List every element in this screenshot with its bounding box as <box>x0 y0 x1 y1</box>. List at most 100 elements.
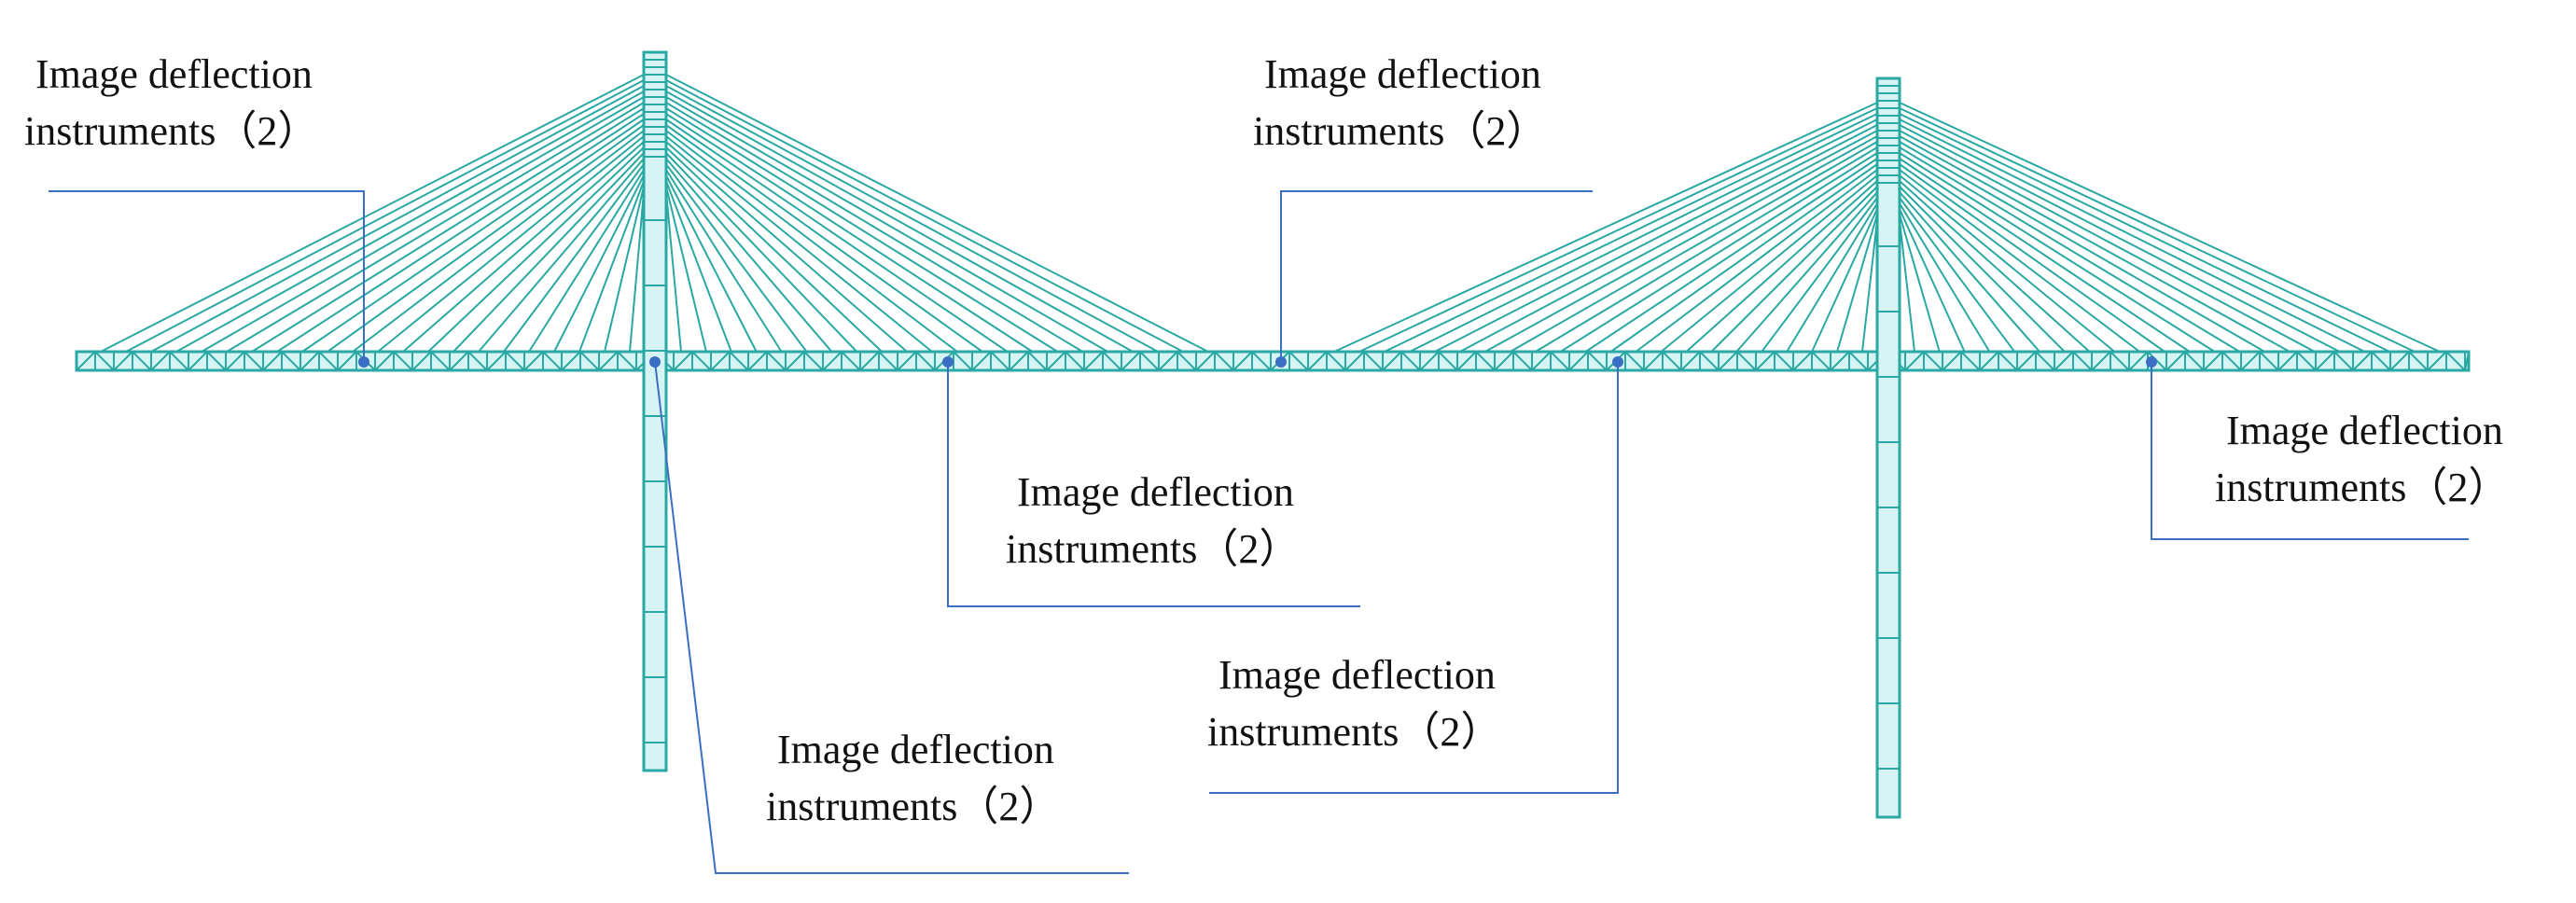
stay-cable <box>1899 174 2116 353</box>
label-3-line1: Image deflection <box>2226 408 2503 453</box>
stay-cable <box>1635 169 1878 353</box>
stay-cable <box>665 85 1159 353</box>
stay-cable <box>201 96 645 353</box>
truss-diagonal <box>1904 351 1925 371</box>
stay-cable <box>665 180 732 353</box>
truss-diagonal <box>2445 351 2466 371</box>
truss-diagonal <box>1121 351 1141 371</box>
truss-diagonal <box>1774 351 1794 371</box>
stay-cable <box>665 79 1184 353</box>
truss-diagonal <box>1400 351 1421 371</box>
stay-cable <box>665 191 682 353</box>
truss-diagonal <box>2333 351 2354 371</box>
stay-cable <box>1535 146 1878 353</box>
truss-diagonal <box>1382 351 1402 371</box>
instrument-marker <box>942 356 954 368</box>
truss-diagonal <box>1251 351 1272 371</box>
stay-cable <box>1434 124 1878 353</box>
truss-diagonal <box>1830 351 1850 371</box>
truss-diagonal <box>281 351 301 371</box>
truss-diagonal <box>1494 351 1514 371</box>
truss-diagonal <box>1979 351 1999 371</box>
truss-diagonal <box>505 351 525 371</box>
truss-diagonal <box>1942 351 1962 371</box>
truss-diagonal <box>1307 351 1328 371</box>
truss-diagonal <box>2016 351 2037 371</box>
truss-diagonal <box>132 351 152 371</box>
stay-cable <box>1899 130 2316 353</box>
truss-diagonal <box>2259 351 2279 371</box>
stay-cable <box>665 163 808 353</box>
truss-diagonal <box>2072 351 2093 371</box>
truss-diagonal <box>523 351 544 371</box>
stay-cable <box>1710 186 1878 353</box>
stay-cable <box>1358 107 1878 353</box>
truss-diagonal <box>598 351 619 371</box>
stay-cable <box>1899 102 2441 353</box>
stay-cable <box>1484 135 1878 353</box>
stay-cable <box>1459 130 1878 353</box>
truss-diagonal <box>1568 351 1589 371</box>
stay-cable <box>377 135 645 353</box>
label-4-line2: instruments（2） <box>1006 526 1300 572</box>
truss-diagonal <box>710 351 731 371</box>
stay-cable <box>604 186 645 353</box>
truss-diagonal <box>953 351 973 371</box>
truss-diagonal <box>1232 351 1253 371</box>
truss-diagonal <box>1065 351 1085 371</box>
stay-cable <box>665 74 1209 353</box>
truss-diagonal <box>1027 351 1048 371</box>
stay-cable <box>453 152 645 353</box>
truss-diagonal <box>1158 351 1178 371</box>
truss-diagonal <box>2240 351 2261 371</box>
truss-diagonal <box>1531 351 1552 371</box>
stay-cable <box>665 141 908 353</box>
stay-cable <box>665 124 983 353</box>
label-1-line2: instruments（2） <box>24 108 318 154</box>
label-2-line2: instruments（2） <box>1253 108 1547 154</box>
truss-diagonal <box>1195 351 1216 371</box>
stay-cable <box>665 118 1009 353</box>
instrument-markers <box>358 356 2157 368</box>
label-2-line1: Image deflection <box>1264 51 1541 97</box>
truss-diagonal <box>94 351 115 371</box>
truss-diagonal <box>206 351 227 371</box>
truss-diagonal <box>1718 351 1738 371</box>
stay-cable <box>478 158 645 353</box>
stay-cable <box>1735 191 1878 353</box>
stay-cable <box>1584 158 1878 353</box>
stay-cable <box>1899 146 2241 353</box>
truss-diagonal <box>2296 351 2317 371</box>
truss-diagonal <box>76 351 96 371</box>
stay-cable <box>665 130 958 353</box>
truss-diagonal <box>1139 351 1160 371</box>
truss-diagonal <box>1288 351 1309 371</box>
truss-diagonal <box>2184 351 2205 371</box>
stay-cable <box>1899 169 2140 353</box>
truss-diagonal <box>1009 351 1029 371</box>
truss-diagonal <box>747 351 768 371</box>
instrument-label-3: Image deflection instruments（2） <box>2215 408 2509 510</box>
label-6-line2: instruments（2） <box>766 784 1060 829</box>
stay-cable <box>1660 174 1878 353</box>
truss-diagonal <box>188 351 208 371</box>
stay-cable <box>1685 180 1878 353</box>
leader-3 <box>2151 362 2469 540</box>
stay-cable <box>1899 208 1966 353</box>
stay-cable <box>301 118 645 353</box>
truss-diagonal <box>1475 351 1496 371</box>
stay-cable <box>665 174 758 353</box>
truss-diagonal <box>561 351 581 371</box>
stay-cable <box>100 74 645 353</box>
stay-cable <box>1510 141 1878 353</box>
truss-diagonal <box>617 351 637 371</box>
stay-cable <box>125 79 645 353</box>
stay-cable <box>1899 124 2341 353</box>
truss-diagonal <box>1998 351 2018 371</box>
truss-diagonal <box>449 351 469 371</box>
stay-cable <box>665 102 1083 353</box>
label-1-line1: Image deflection <box>35 51 313 97</box>
truss-diagonal <box>2054 351 2074 371</box>
bridge-towers <box>642 50 1901 819</box>
truss-diagonal <box>729 351 749 371</box>
